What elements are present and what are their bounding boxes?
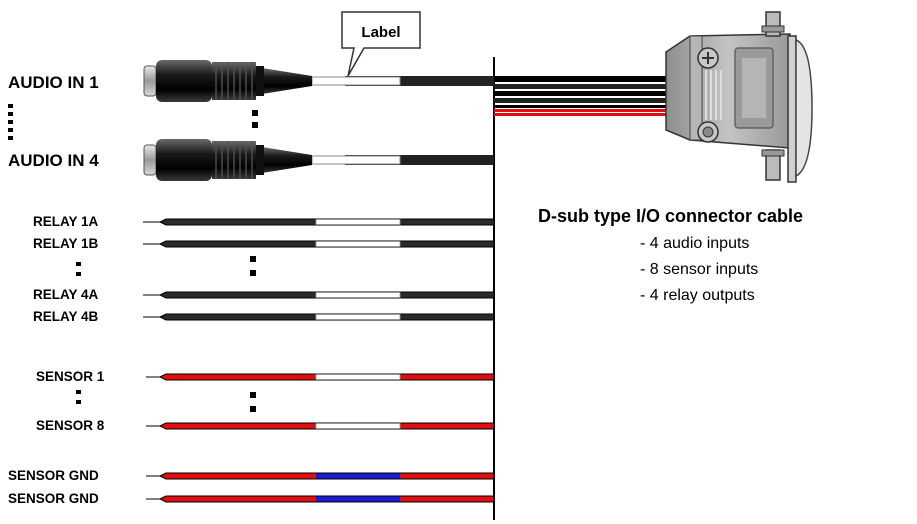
wire-bundle [494, 76, 666, 116]
sensor-label-1: SENSOR 1 [36, 369, 105, 384]
connector-description: D-sub type I/O connector cable - 4 audio… [538, 206, 803, 304]
relay-1a-wire [143, 218, 495, 226]
relay-label-4a: RELAY 4A [33, 287, 99, 302]
audio-cable-1 [143, 60, 494, 102]
connector-title: D-sub type I/O connector cable [538, 206, 803, 226]
relay-1b-wire [143, 240, 495, 248]
gnd-label-2: SENSOR GND [8, 491, 99, 506]
audio-cable-4 [143, 139, 494, 181]
relay-label-1a: RELAY 1A [33, 214, 99, 229]
audio-jack-icon [143, 139, 264, 181]
label-callout: Label [341, 11, 421, 77]
continuation-dots [8, 104, 258, 412]
gnd-2-wire [146, 495, 495, 503]
connector-spec-audio: - 4 audio inputs [640, 235, 749, 252]
relay-4b-wire [143, 313, 495, 321]
audio-jack-icon [143, 60, 264, 102]
audio-label-4: AUDIO IN 4 [8, 151, 99, 170]
single-wires [143, 218, 495, 503]
relay-4a-wire [143, 291, 495, 299]
sensor-8-wire [146, 422, 495, 430]
relay-label-1b: RELAY 1B [33, 236, 99, 251]
sensor-label-8: SENSOR 8 [36, 418, 105, 433]
callout-label-text: Label [361, 24, 400, 41]
sensor-1-wire [146, 373, 495, 381]
d-sub-connector-icon [665, 11, 813, 183]
audio-label-1: AUDIO IN 1 [8, 73, 99, 92]
relay-label-4b: RELAY 4B [33, 309, 99, 324]
gnd-label-1: SENSOR GND [8, 468, 99, 483]
connector-spec-relay: - 4 relay outputs [640, 287, 755, 304]
connector-spec-sensor: - 8 sensor inputs [640, 261, 758, 278]
gnd-1-wire [146, 472, 495, 480]
